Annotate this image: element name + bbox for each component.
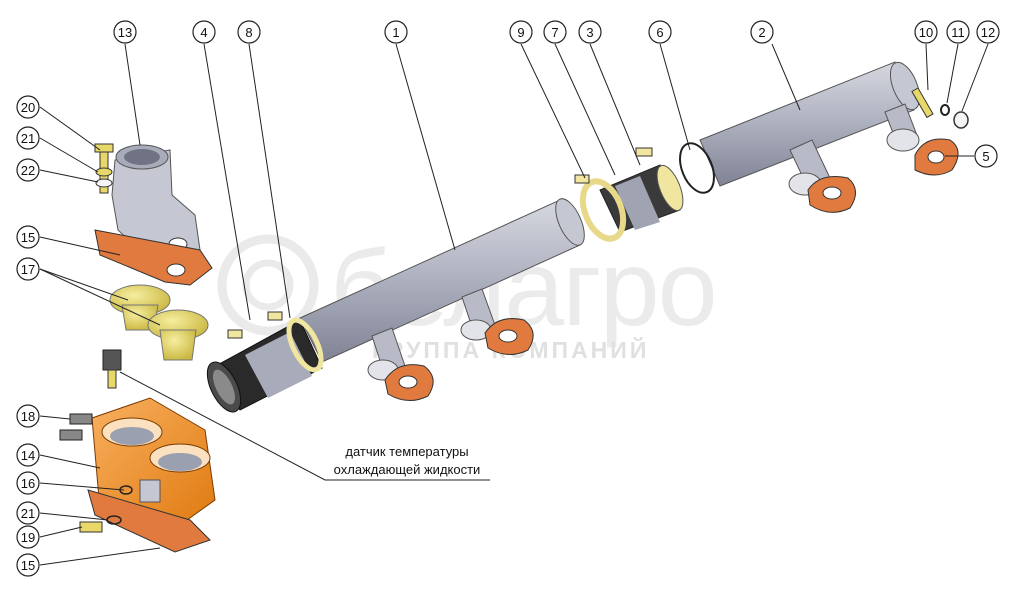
clamp-7 [635, 147, 653, 157]
callout-15-bottom: 15 [16, 553, 40, 577]
callout-label: 21 [21, 131, 35, 146]
hose-4 [206, 319, 323, 413]
callout-9: 9 [509, 20, 533, 44]
callout-7: 7 [543, 20, 567, 44]
o-ring-6 [679, 142, 715, 194]
gasket-15-bottom [87, 489, 211, 553]
callout-label: 17 [21, 262, 35, 277]
callout-11: 11 [946, 20, 970, 44]
callout-label: 18 [21, 409, 35, 424]
callout-8: 8 [237, 20, 261, 44]
thermostat-17-b [147, 309, 209, 361]
callout-20: 20 [16, 95, 40, 119]
gasket-pipe1-left [384, 364, 434, 401]
callout-label: 22 [21, 163, 35, 178]
callout-label: 16 [21, 476, 35, 491]
callout-label: 9 [517, 25, 524, 40]
caption-line-1: датчик температуры [345, 444, 468, 459]
callout-2: 2 [750, 20, 774, 44]
callout-18: 18 [16, 404, 40, 428]
callout-label: 15 [21, 558, 35, 573]
callout-label: 3 [586, 25, 593, 40]
gasket-pipe2-middle [807, 176, 856, 213]
callout-label: 7 [551, 25, 558, 40]
callout-label: 14 [21, 448, 35, 463]
callout-22: 22 [16, 158, 40, 182]
callout-21-top: 21 [16, 126, 40, 150]
callout-label: 11 [951, 25, 965, 40]
callout-14: 14 [16, 443, 40, 467]
callout-15-top: 15 [16, 225, 40, 249]
callout-label: 4 [200, 25, 207, 40]
gasket-15-top [94, 229, 213, 286]
callout-6: 6 [648, 20, 672, 44]
callout-label: 13 [118, 25, 132, 40]
callout-label: 10 [919, 25, 933, 40]
sensor-caption: датчик температуры охлаждающей жидкости [334, 444, 481, 477]
gasket-pipe1-right [484, 318, 534, 355]
callout-17: 17 [16, 257, 40, 281]
callout-21-bottom: 21 [16, 501, 40, 525]
callout-label: 20 [21, 100, 35, 115]
callout-1: 1 [384, 20, 408, 44]
washer-11 [940, 104, 950, 116]
callout-label: 15 [21, 230, 35, 245]
callout-label: 5 [982, 149, 989, 164]
washer-22 [95, 178, 113, 188]
plug-19 [79, 521, 103, 533]
washer-12 [953, 111, 969, 129]
temperature-sensor [102, 349, 122, 389]
callout-19: 19 [16, 525, 40, 549]
callout-label: 21 [21, 506, 35, 521]
callout-10: 10 [914, 20, 938, 44]
clamp-8 [227, 311, 324, 373]
callout-label: 19 [21, 530, 35, 545]
clamp-9 [574, 174, 627, 242]
bolt-10 [911, 87, 934, 119]
callout-12: 12 [976, 20, 1000, 44]
callout-4: 4 [192, 20, 216, 44]
bolt-18-b [59, 429, 83, 441]
callout-5: 5 [974, 144, 998, 168]
caption-line-2: охлаждающей жидкости [334, 462, 481, 477]
callout-16: 16 [16, 471, 40, 495]
pipe-2 [699, 61, 921, 196]
callout-13: 13 [113, 20, 137, 44]
leader-lines [39, 43, 989, 566]
gasket-5 [914, 138, 959, 176]
callout-label: 6 [656, 25, 663, 40]
callout-3: 3 [578, 20, 602, 44]
callout-label: 8 [245, 25, 252, 40]
callout-label: 12 [981, 25, 995, 40]
callout-label: 1 [392, 25, 399, 40]
callout-label: 2 [758, 25, 765, 40]
bolt-18-a [69, 413, 93, 425]
washer-21-top [95, 167, 113, 177]
